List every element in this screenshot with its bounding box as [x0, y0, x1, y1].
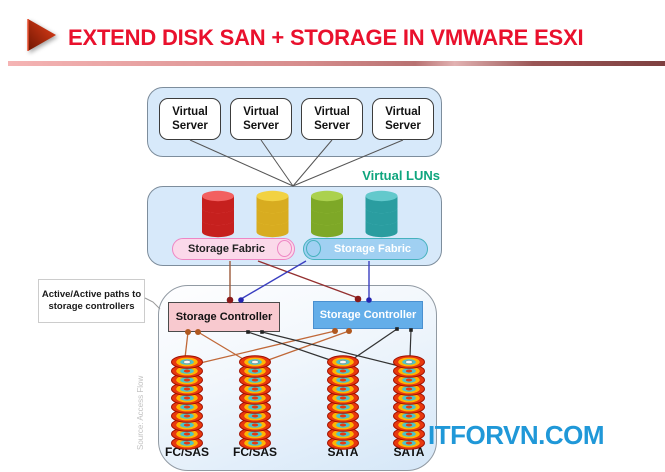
bullet-triangle-icon: [27, 19, 56, 51]
watermark: ITFORVN.COM: [428, 420, 605, 450]
storage-fabric-left: Storage Fabric: [172, 238, 295, 260]
storage-fabric-label: Storage Fabric: [187, 243, 266, 255]
disk-shelf-label: FC/SAS: [164, 445, 209, 459]
virtual-server-box: Virtual Server: [230, 98, 292, 140]
virtual-server-label: Virtual Server: [172, 105, 208, 132]
storage-fabric-right: Storage Fabric: [303, 238, 428, 260]
disk-shelf-label: SATA: [327, 445, 359, 459]
virtual-server-box: Virtual Server: [372, 98, 434, 140]
cylinder-cap: [277, 240, 292, 257]
virtual-server-label: Virtual Server: [314, 105, 350, 132]
virtual-server-label: Virtual Server: [385, 105, 421, 132]
virtual-server-box: Virtual Server: [301, 98, 363, 140]
cylinder-cap: [306, 240, 321, 257]
disk-shelf-label: FC/SAS: [232, 445, 277, 459]
source-note: Source: Access Flow: [136, 375, 145, 450]
storage-controller-right: Storage Controller: [313, 301, 423, 329]
virtual-server-label: Virtual Server: [243, 105, 279, 132]
slide-title: EXTEND DISK SAN + STORAGE IN VMWARE ESXI: [68, 25, 584, 50]
storage-controller-left: Storage Controller: [168, 302, 280, 332]
title-divider: [8, 61, 665, 66]
storage-fabric-label: Storage Fabric: [333, 243, 412, 255]
virtual-luns-label: Virtual LUNs: [362, 168, 440, 183]
virtual-server-box: Virtual Server: [159, 98, 221, 140]
active-active-callout: Active/Active paths to storage controlle…: [38, 279, 145, 323]
